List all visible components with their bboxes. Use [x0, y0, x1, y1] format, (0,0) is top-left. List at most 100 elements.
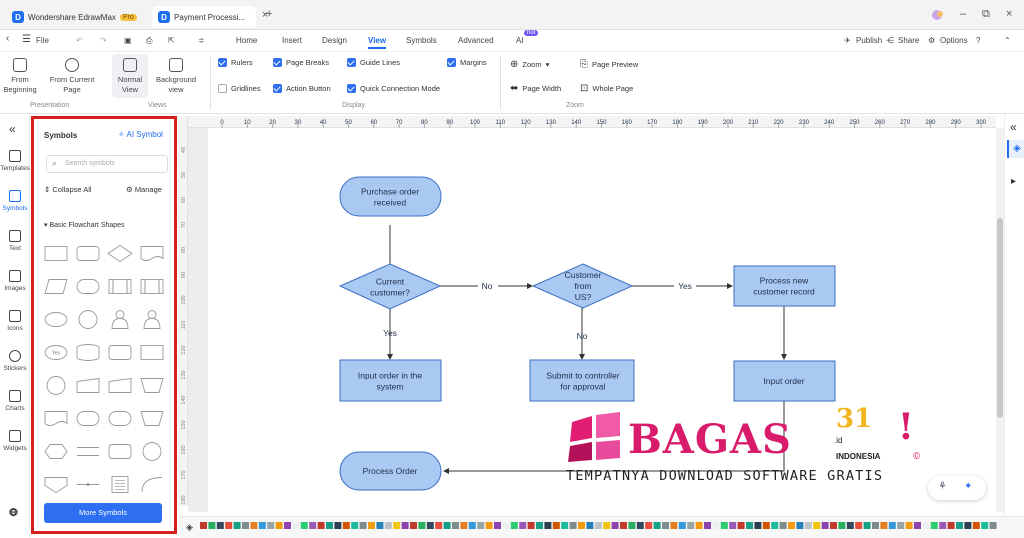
color-swatch	[922, 522, 930, 529]
help-icon[interactable]: ?	[976, 36, 981, 45]
save-icon[interactable]: ▣	[124, 36, 132, 45]
node-input-system-text: Input order in the	[358, 371, 423, 381]
ai-symbol-label: AI Symbol	[126, 130, 163, 139]
node-current-customer	[338, 263, 442, 310]
normal-view-button[interactable]: Normal View	[112, 54, 148, 98]
options-gear-icon[interactable]: ⚙	[928, 36, 936, 45]
whole-page-icon: ⊡	[580, 83, 589, 94]
gridlines-checkbox[interactable]: Gridlines	[218, 84, 261, 93]
style-fill-icon[interactable]: ◈	[1007, 140, 1024, 158]
bottom-settings-icon[interactable]: ⚙	[8, 507, 18, 519]
guide-lines-checkbox[interactable]: Guide Lines	[347, 58, 400, 67]
color-swatch	[284, 522, 291, 529]
color-swatches[interactable]	[200, 522, 1020, 532]
export-icon[interactable]: ⇱	[168, 36, 175, 45]
color-swatch	[981, 522, 989, 529]
options-button[interactable]: Options	[940, 36, 968, 45]
nav-icons-label: Icons	[7, 325, 23, 332]
nav-stickers[interactable]: Stickers	[0, 350, 30, 372]
close-window-button[interactable]: ×	[1006, 8, 1013, 20]
color-swatch	[242, 522, 249, 529]
app-tab[interactable]: D Wondershare EdrawMax Pro	[6, 6, 143, 28]
more-symbols-button[interactable]: More Symbols	[44, 503, 162, 523]
ai-sparkle-icon[interactable]: ✦	[964, 481, 973, 492]
nav-icons[interactable]: Icons	[0, 310, 30, 332]
color-swatch	[813, 522, 821, 529]
from-beginning-button[interactable]: From Beginning	[2, 58, 38, 95]
new-tab-button[interactable]: +	[266, 8, 273, 20]
undo-icon[interactable]: ↶	[76, 36, 83, 45]
share-button[interactable]: Share	[898, 36, 920, 45]
collapse-panel-icon[interactable]: «	[9, 122, 16, 136]
background-view-button[interactable]: Background view	[152, 58, 200, 95]
vertical-scrollbar[interactable]	[996, 128, 1004, 512]
action-button-checkbox[interactable]: Action Button	[273, 84, 331, 93]
menu-symbols[interactable]: Symbols	[406, 36, 437, 45]
from-current-page-button[interactable]: From Current Page	[46, 58, 98, 95]
restore-button[interactable]: ⧉	[982, 8, 990, 20]
color-swatch	[578, 522, 585, 529]
expand-panel-icon[interactable]: «	[1010, 120, 1017, 134]
collapse-ribbon-icon[interactable]: ⌃	[1004, 36, 1011, 45]
nav-images[interactable]: Images	[0, 270, 30, 292]
document-tab[interactable]: D Payment Processi...	[152, 6, 256, 28]
menu-advanced[interactable]: Advanced	[458, 36, 494, 45]
ruler-label: 190	[698, 120, 709, 126]
node-decision1-text: customer?	[370, 288, 410, 298]
minimize-button[interactable]: –	[960, 8, 967, 20]
nav-charts[interactable]: Charts	[0, 390, 30, 412]
zoom-dropdown[interactable]: ⊕Zoom▾	[510, 59, 549, 70]
page-width-button[interactable]: ⬌Page Width	[510, 83, 561, 94]
back-icon[interactable]: ‹	[6, 33, 10, 44]
category-header[interactable]: ▾ Basic Flowchart Shapes	[44, 222, 125, 229]
nav-widgets[interactable]: Widgets	[0, 430, 30, 452]
close-tab-icon[interactable]: ×	[262, 9, 269, 21]
from-beginning-label-2: Beginning	[3, 85, 37, 94]
symbols-panel: Symbols ✧ AI Symbol ⌕ Search symbols ⇕ C…	[31, 116, 177, 534]
scrollbar-thumb[interactable]	[997, 218, 1003, 418]
share-icon[interactable]: ⋲	[886, 36, 894, 45]
file-menu[interactable]: File	[36, 36, 49, 45]
hamburger-icon[interactable]: ☰	[22, 34, 31, 45]
search-input[interactable]: ⌕ Search symbols	[46, 155, 168, 173]
menu-view[interactable]: View	[368, 36, 387, 49]
magic-wand-icon[interactable]: ⚘	[938, 481, 947, 492]
group-views-label: Views	[148, 102, 167, 109]
menu-insert[interactable]: Insert	[282, 36, 303, 45]
color-swatch	[216, 522, 224, 529]
menu-design[interactable]: Design	[322, 36, 347, 45]
margins-checkbox[interactable]: Margins	[447, 58, 487, 67]
nav-templates[interactable]: Templates	[0, 150, 30, 172]
menu-ai[interactable]: AI	[516, 36, 524, 45]
rulers-checkbox[interactable]: Rulers	[218, 58, 253, 67]
settings-gear-icon[interactable]: ⚙	[9, 507, 19, 519]
page-preview-button[interactable]: ⎘Page Preview	[580, 59, 638, 70]
quick-connection-checkbox[interactable]: Quick Connection Mode	[347, 84, 440, 93]
publish-button[interactable]: Publish	[856, 36, 883, 45]
avatar-icon[interactable]	[930, 9, 944, 21]
title-bar: D Wondershare EdrawMax Pro D Payment Pro…	[0, 0, 1024, 30]
present-icon[interactable]: ▸	[1011, 176, 1017, 187]
redo-icon[interactable]: ↷	[100, 36, 107, 45]
ai-symbol-button[interactable]: ✧ AI Symbol	[118, 130, 163, 139]
menu-bar: ‹ ☰ File ↶ ↷ ▣ ⎙ ⇱ ≑ Home Insert Design …	[0, 30, 1024, 52]
print-icon[interactable]: ⎙	[146, 36, 153, 45]
nav-text[interactable]: Text	[0, 230, 30, 252]
right-sidebar: « ◈ ▸	[1004, 114, 1024, 538]
ruler-label: 40	[320, 120, 327, 126]
flowchart-shapes-grid[interactable]: Yes	[40, 237, 170, 497]
publish-icon[interactable]: ✈	[844, 36, 851, 45]
menu-home[interactable]: Home	[236, 36, 258, 45]
nav-symbols[interactable]: Symbols	[0, 190, 30, 212]
symbol-shape	[44, 411, 68, 426]
color-swatch	[477, 522, 485, 529]
slideshow-icon	[13, 58, 27, 72]
fill-bucket-icon[interactable]: ◈	[186, 522, 193, 532]
whole-page-button[interactable]: ⊡Whole Page	[580, 83, 633, 94]
collapse-all-button[interactable]: ⇕ Collapse All	[44, 185, 92, 194]
manage-button[interactable]: ⚙ Manage	[126, 185, 162, 194]
symbol-shape	[140, 411, 164, 426]
page-breaks-checkbox[interactable]: Page Breaks	[273, 58, 329, 67]
customize-icon[interactable]: ≑	[198, 36, 205, 45]
